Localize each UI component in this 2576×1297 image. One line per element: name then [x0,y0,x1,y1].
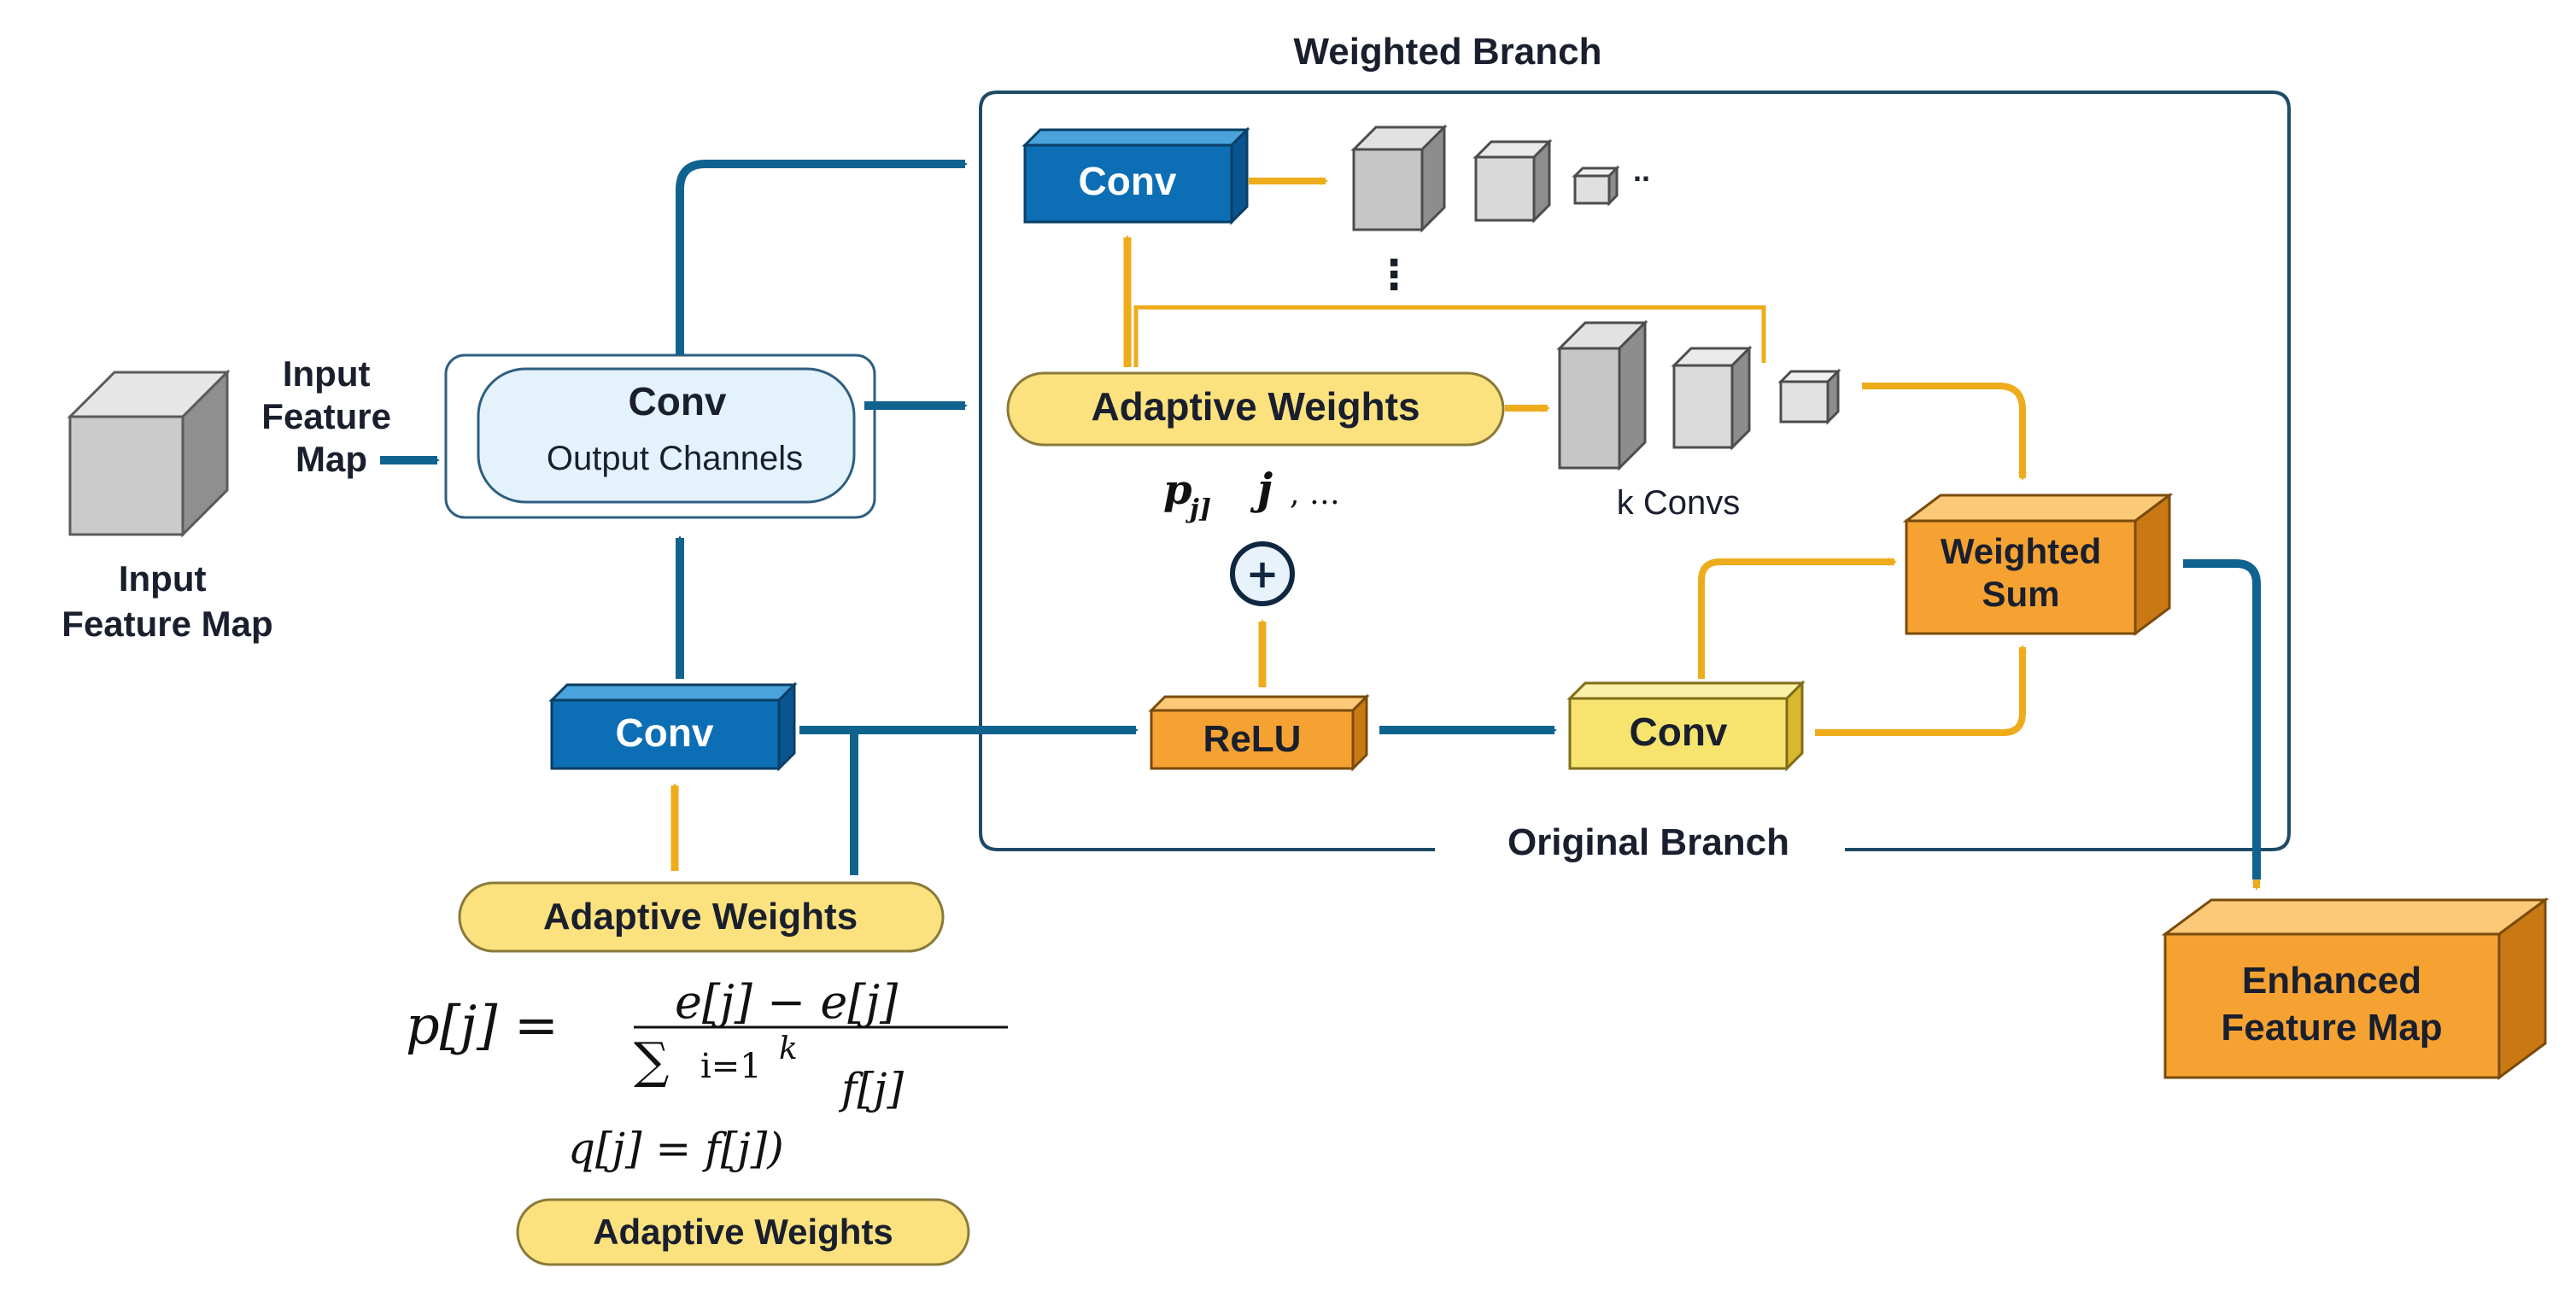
arrow-conv-right-to-weighted-sum [1815,645,2027,736]
enhanced-label-line1: Enhanced [2242,960,2421,1002]
output-channels-label: Output Channels [547,440,803,477]
conv-main-label: Conv [629,379,727,424]
conv-block [548,681,798,772]
formula-sum-index: i=1 [700,1047,762,1086]
weighted-branch-title: Weighted Branch [1293,31,1601,73]
conv-top-label: Conv [1079,159,1177,203]
conv-block [1022,126,1250,225]
arrow-conv-up-to-weighted-sum [1698,558,1897,679]
adaptive-weights-bottom-label: Adaptive Weights [593,1212,893,1252]
formula-sum: ∑ [634,1031,669,1090]
conv-yellow-label: Conv [1630,710,1728,754]
formula-second-line: q[j] = f[j]) [568,1124,784,1173]
adaptive-weights-lower-label: Adaptive Weights [543,896,858,938]
formula-sum-upper: k [779,1031,798,1066]
formula-lhs: p[j] = [406,994,559,1056]
weighted-sum-label-line1: Weighted [1941,531,2101,571]
k-convs-label: k Convs [1617,484,1741,522]
svg-text:, …: , … [1290,476,1340,511]
formula-denominator: f[j] [838,1064,905,1113]
svg-text:+: + [1246,551,1279,597]
p-j-fragment: p j] j , … [1163,464,1340,524]
adaptive-weights-pill-bottom [516,1198,970,1266]
input-feature-cube [67,369,231,538]
weighted-sum-label-line2: Sum [1982,574,2059,614]
arrow-kconvs-to-weighted-sum [1862,383,2027,481]
adaptive-weight-formula: p[j] = e[j] − e[j] ∑ i=1 k f[j] q[j] = f… [406,975,1008,1173]
feature-map-cube [1572,165,1620,207]
adaptive-weights-top-label: Adaptive Weights [1091,384,1420,429]
enhanced-feature-cube [2161,897,2550,1080]
feature-map-cube [1671,345,1753,451]
original-branch-title: Original Branch [1508,821,1789,863]
adaptive-weights-pill-top [1006,371,1505,447]
relu-label: ReLU [1203,718,1302,760]
input-label-bottom: Input Feature Map [61,558,272,644]
feature-map-cube [1777,368,1841,425]
adaptive-weights-pill-lower [458,881,945,953]
weighted-branch-frame [979,91,2291,851]
svg-text:j]: j] [1186,494,1211,524]
feature-map-cube [1472,138,1553,224]
feature-map-cube [1350,124,1448,233]
conv-yellow-block [1566,680,1806,772]
arrow-weighted-sum-to-output [2183,559,2261,879]
arrow-convbox-to-top-conv [676,160,968,354]
conv-output-inner [477,367,856,504]
feature-map-cube [1556,319,1648,471]
plus-circle-icon: + [1230,541,1295,606]
relu-block [1148,693,1370,772]
formula-numerator: e[j] − e[j] [675,975,899,1029]
svg-text:j: j [1250,464,1273,514]
svg-text:p: p [1163,466,1192,514]
ellipsis-top: .. [1633,153,1650,188]
ellipsis-vertical: ⋮ [1373,253,1414,298]
conv-lower-label: Conv [616,710,714,755]
weighted-sum-block [1902,493,2174,636]
bracket-kconvs-to-top-conv [1133,305,1766,367]
enhanced-label-line2: Feature Map [2221,1007,2442,1049]
input-label-side: Input Feature Map [261,353,401,479]
